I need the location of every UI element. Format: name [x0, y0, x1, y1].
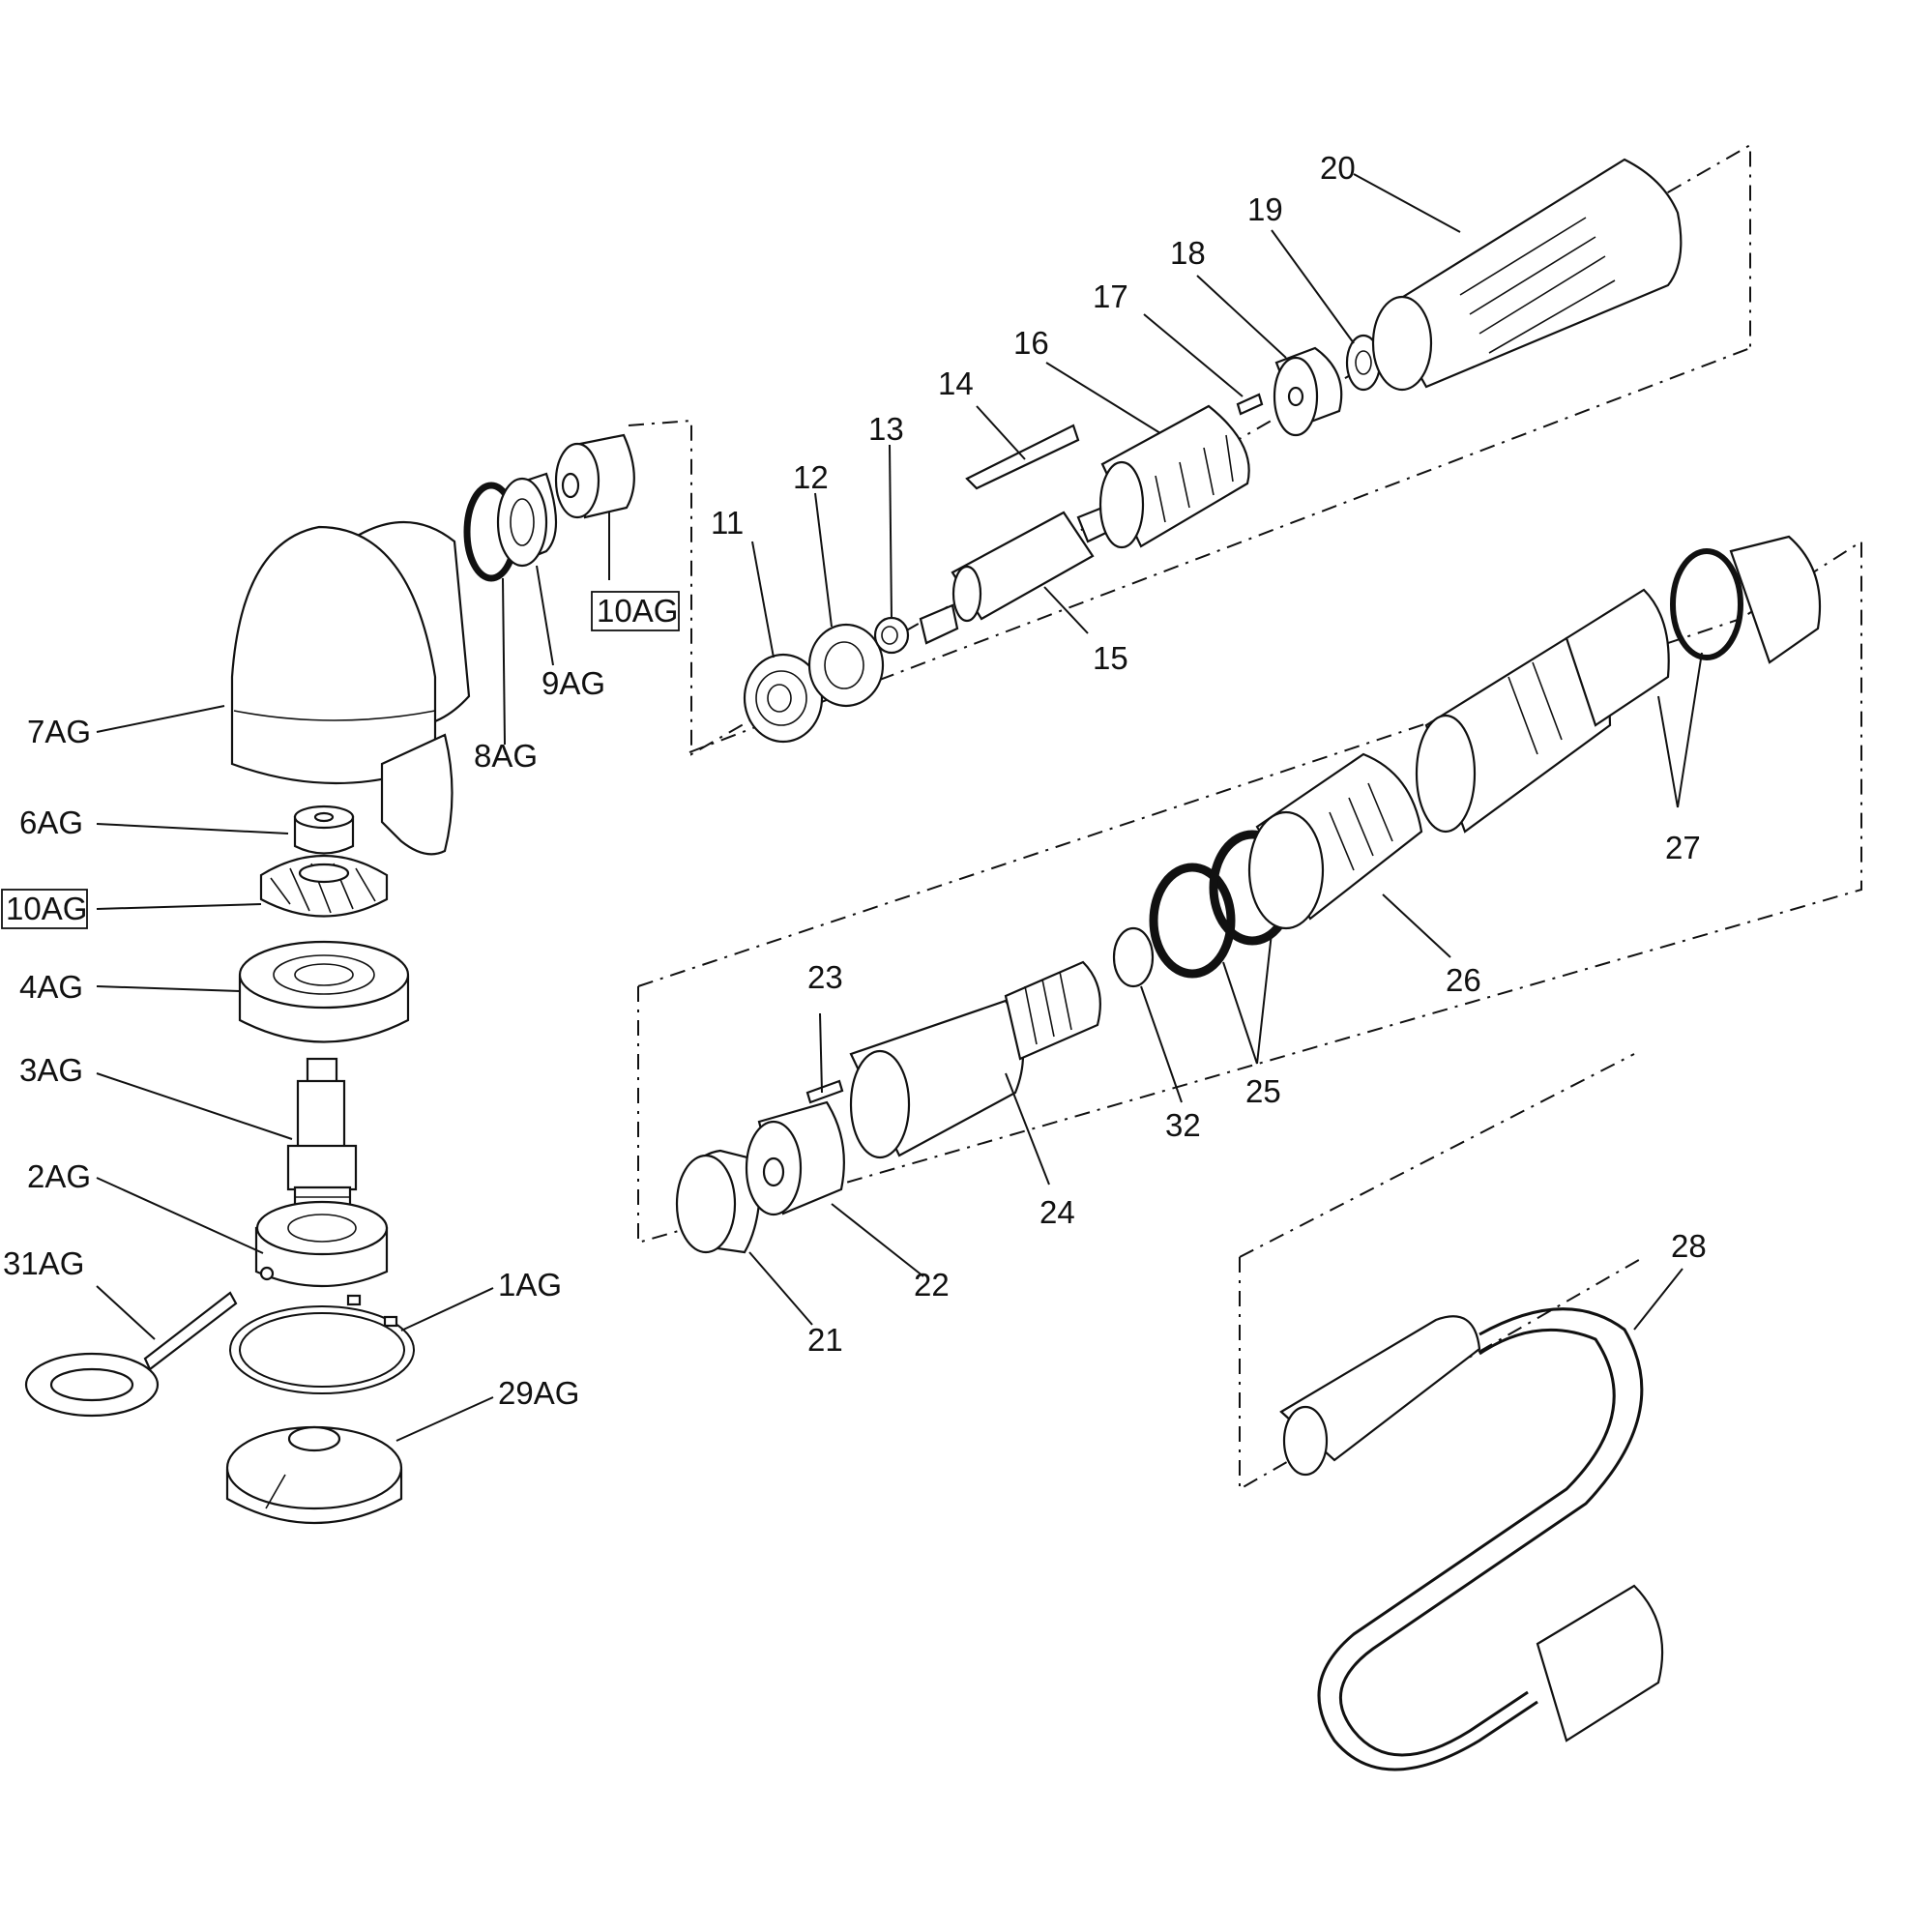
- part-20-grip-housing: [1371, 158, 1683, 392]
- part-4AG-bearing: [238, 940, 410, 1043]
- label-29AG: 29AG: [498, 1375, 579, 1411]
- label-15: 15: [1093, 640, 1128, 676]
- part-6AG-bearing: [293, 805, 355, 855]
- label-20: 20: [1320, 150, 1356, 186]
- label-17: 17: [1093, 278, 1128, 314]
- label-24: 24: [1039, 1194, 1075, 1230]
- label-3AG: 3AG: [19, 1052, 83, 1088]
- label-13: 13: [868, 411, 904, 447]
- label-10AG-top: 10AG: [597, 593, 678, 629]
- part-29AG-flange: [225, 1425, 403, 1524]
- part-9AG-bearing: [496, 472, 558, 568]
- part-16-cylinder: [1098, 404, 1250, 549]
- part-3AG-spindle: [286, 1057, 358, 1222]
- part-24-valve-stem: [849, 960, 1101, 1159]
- label-6AG: 6AG: [19, 805, 83, 840]
- part-11-bearing: [743, 653, 824, 744]
- label-2AG: 2AG: [27, 1158, 91, 1194]
- part-15-rotor: [919, 506, 1114, 645]
- part-31AG-wrench: [24, 1291, 238, 1418]
- label-31AG: 31AG: [3, 1245, 84, 1281]
- label-10AG-left-box: [1, 889, 88, 929]
- label-19: 19: [1247, 191, 1283, 227]
- part-13-spacer: [873, 616, 910, 655]
- label-12: 12: [793, 459, 829, 495]
- label-1AG: 1AG: [498, 1267, 562, 1303]
- part-23-pin: [805, 1079, 844, 1104]
- label-22: 22: [914, 1267, 950, 1303]
- label-9AG: 9AG: [542, 665, 605, 701]
- label-32: 32: [1165, 1107, 1201, 1143]
- label-8AG: 8AG: [474, 738, 538, 774]
- part-labels: 7AG 6AG 10AG 4AG 3AG 2AG 31AG 1AG 29AG 8…: [1, 150, 1707, 1411]
- part-10AG-bevel-gear: [259, 855, 389, 918]
- label-27: 27: [1665, 830, 1701, 865]
- label-11: 11: [711, 505, 744, 541]
- label-26: 26: [1446, 962, 1481, 998]
- part-1AG-retaining-ring: [229, 1294, 415, 1394]
- part-18-end-plate: [1273, 346, 1343, 437]
- label-14: 14: [938, 366, 974, 401]
- part-2AG-collet-nut: [254, 1200, 389, 1288]
- label-10AG-left: 10AG: [6, 891, 87, 926]
- assembly-boundaries: [628, 143, 1862, 1491]
- label-25: 25: [1245, 1073, 1281, 1109]
- label-7AG: 7AG: [27, 714, 91, 749]
- part-32-ring: [1112, 926, 1155, 988]
- part-10AG-pinion: [554, 433, 635, 519]
- label-21: 21: [807, 1322, 843, 1358]
- label-23: 23: [807, 959, 843, 995]
- part-7AG-housing: [230, 520, 471, 856]
- part-28-hose: [1279, 1307, 1664, 1771]
- leader-lines: [96, 173, 1703, 1442]
- part-27-hose-fitting: [1415, 535, 1822, 834]
- label-10AG-top-box: [591, 591, 680, 631]
- part-22-valve-body: [745, 1100, 845, 1216]
- part-12-bearing: [807, 623, 885, 708]
- part-17-pin: [1236, 393, 1264, 416]
- part-26-coupling: [1247, 752, 1423, 930]
- label-4AG: 4AG: [19, 969, 83, 1005]
- label-28: 28: [1671, 1228, 1707, 1264]
- label-16: 16: [1013, 325, 1049, 361]
- label-18: 18: [1170, 235, 1206, 271]
